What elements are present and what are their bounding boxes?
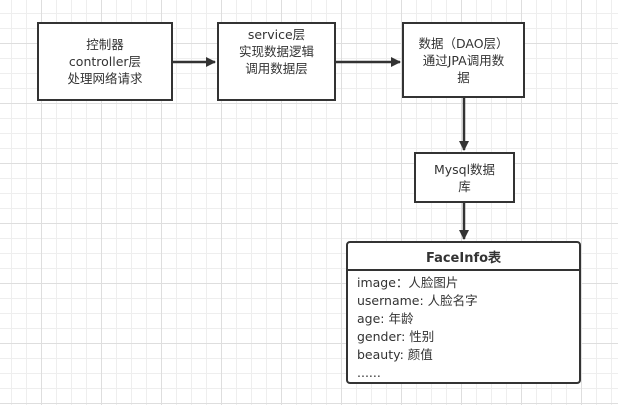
table-field: age: 年龄 (357, 311, 414, 326)
dao-node[interactable]: 数据（DAO层） 通过JPA调用数 据 (402, 22, 525, 98)
node-line: 控制器 (86, 37, 124, 52)
table-fields: image：人脸图片 username: 人脸名字 age: 年龄 gender… (348, 271, 579, 382)
node-line: service层 (247, 27, 306, 42)
table-field: beauty: 颜值 (357, 347, 433, 362)
table-field: gender: 性别 (357, 329, 435, 344)
table-title: FaceInfo表 (348, 243, 579, 271)
service-node[interactable]: service层 实现数据逻辑 调用数据层 (217, 22, 336, 101)
node-line: 调用数据层 (245, 61, 308, 76)
node-line: 库 (458, 178, 471, 194)
table-field: username: 人脸名字 (357, 293, 478, 308)
table-field: image：人脸图片 (357, 275, 459, 290)
node-line: 实现数据逻辑 (238, 44, 314, 59)
table-field: ...... (357, 365, 381, 380)
node-line: 数据（DAO层） (418, 35, 509, 51)
node-line: 据 (457, 69, 470, 85)
faceinfo-table-node[interactable]: FaceInfo表 image：人脸图片 username: 人脸名字 age:… (346, 241, 581, 384)
mysql-node[interactable]: Mysql数据 库 (414, 152, 515, 203)
node-line: Mysql数据 (433, 161, 496, 177)
node-line: controller层 (68, 54, 142, 69)
controller-node[interactable]: 控制器 controller层 处理网络请求 (37, 22, 173, 101)
node-line: 处理网络请求 (67, 71, 143, 86)
node-line: 通过JPA调用数 (422, 52, 505, 68)
